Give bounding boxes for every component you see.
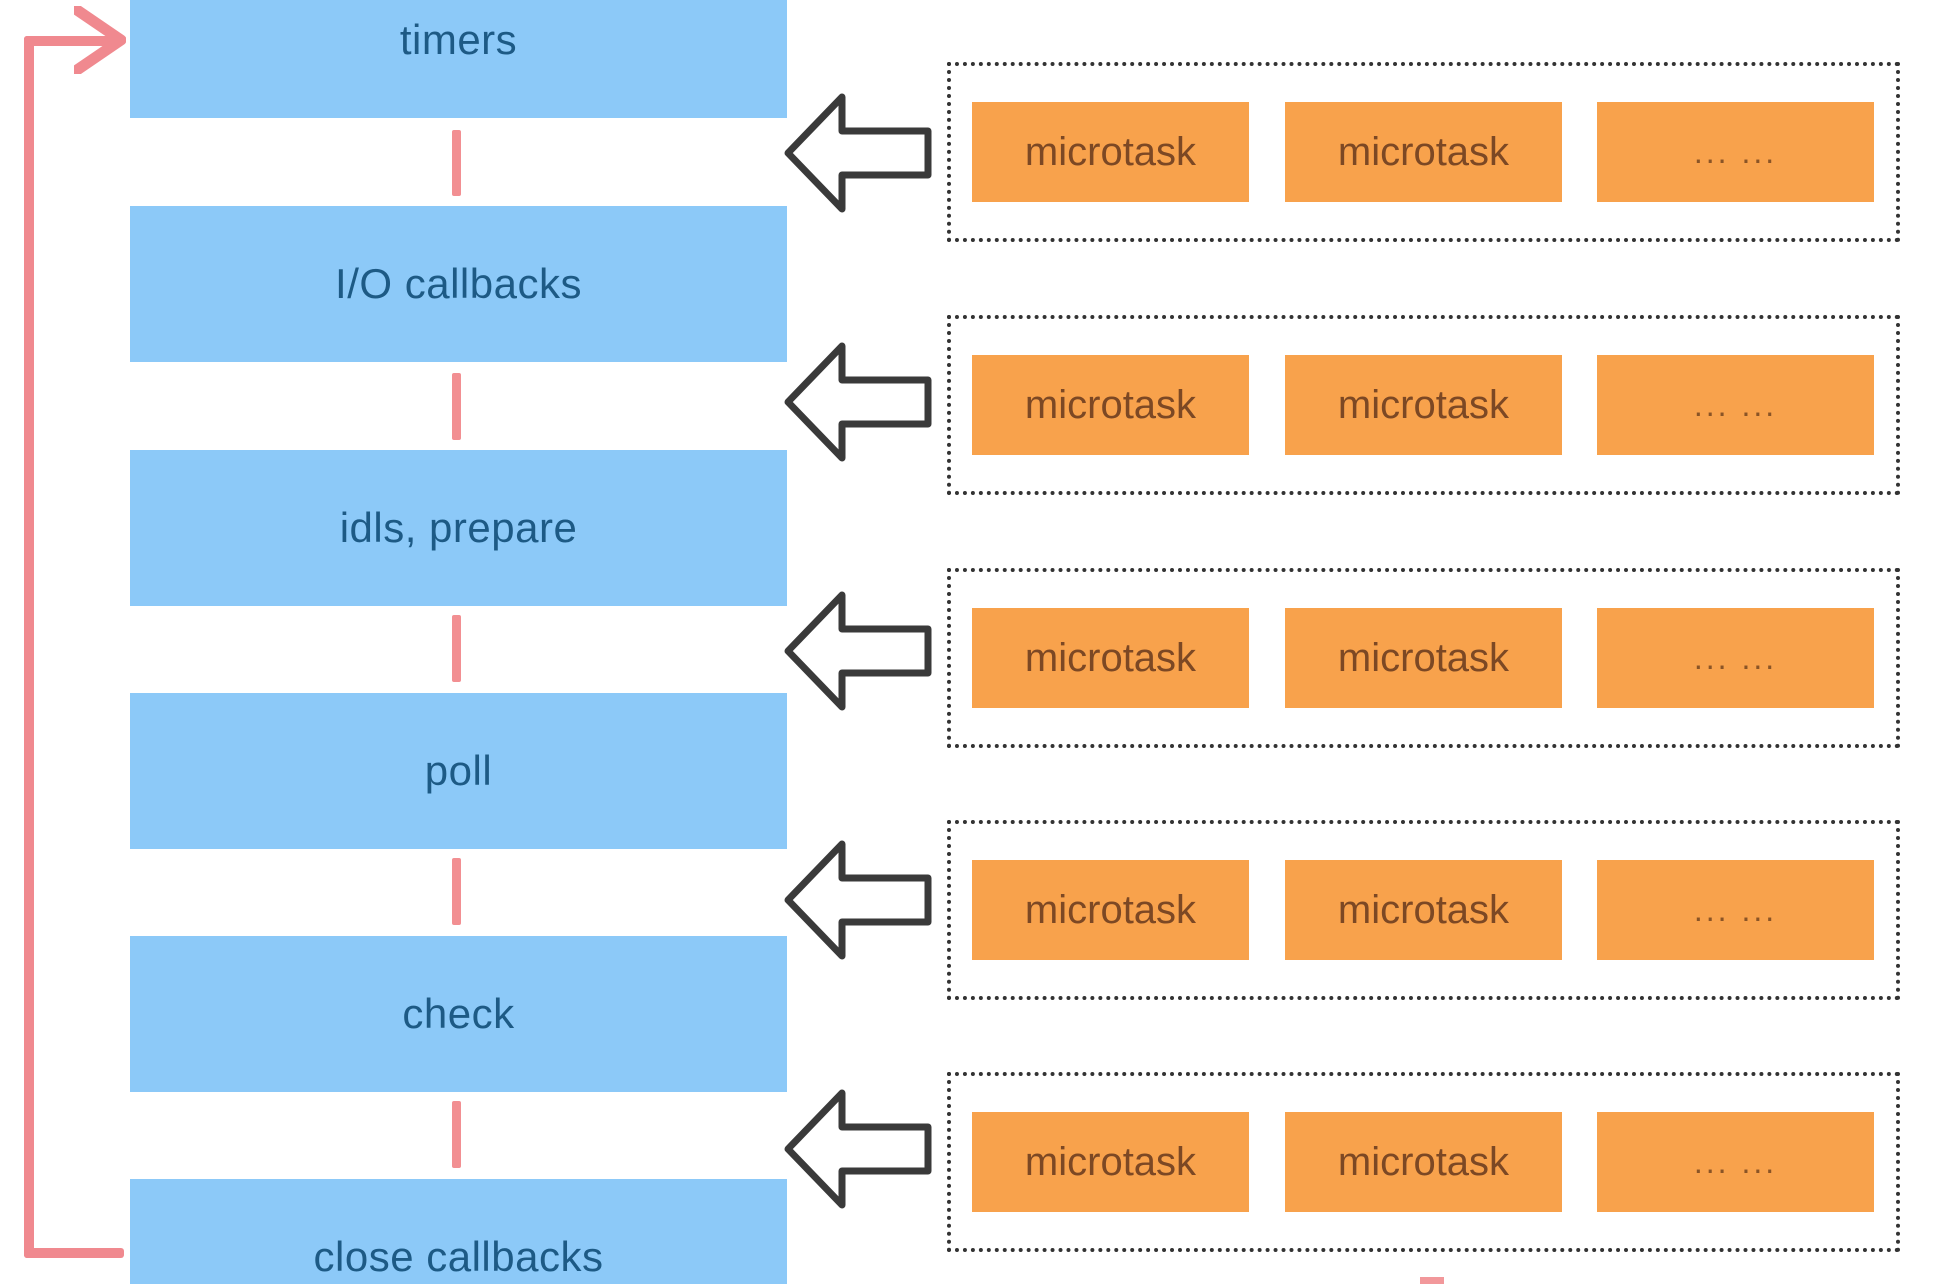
microtask-box: microtask xyxy=(972,102,1249,202)
phase-label: I/O callbacks xyxy=(335,260,582,307)
microtask-queue: microtask microtask ... ... xyxy=(947,315,1900,495)
microtask-ellipsis-box: ... ... xyxy=(1597,355,1874,455)
phase-connector xyxy=(452,373,461,440)
microtask-ellipsis-box: ... ... xyxy=(1597,102,1874,202)
phase-label: check xyxy=(402,990,515,1037)
phase-box-idle-prepare: idls, prepare xyxy=(130,450,787,606)
microtask-box: microtask xyxy=(1285,1112,1562,1212)
phase-label: timers xyxy=(399,16,518,63)
left-block-arrow-icon xyxy=(784,93,932,213)
loop-line-vertical xyxy=(24,36,34,1258)
phase-box-io-callbacks: I/O callbacks xyxy=(130,206,787,362)
left-block-arrow-icon xyxy=(784,342,932,462)
phase-box-timers: timers xyxy=(130,0,787,118)
microtask-ellipsis-box: ... ... xyxy=(1597,608,1874,708)
phase-label: close callbacks xyxy=(313,1233,604,1280)
left-block-arrow-icon xyxy=(784,591,932,711)
microtask-box: microtask xyxy=(972,860,1249,960)
microtask-box: microtask xyxy=(972,1112,1249,1212)
phase-connector xyxy=(452,130,461,196)
phase-label: idls, prepare xyxy=(339,504,578,551)
microtask-box: microtask xyxy=(1285,608,1562,708)
microtask-ellipsis-box: ... ... xyxy=(1597,860,1874,960)
phase-box-check: check xyxy=(130,936,787,1092)
loop-line-bottom xyxy=(24,1248,124,1258)
phase-connector xyxy=(452,858,461,925)
phase-box-close-callbacks: close callbacks xyxy=(130,1179,787,1284)
microtask-queue: microtask microtask ... ... xyxy=(947,568,1900,748)
phase-connector xyxy=(452,1101,461,1168)
microtask-queue: microtask microtask ... ... xyxy=(947,62,1900,242)
clipped-pink-arrow-tip xyxy=(1420,1277,1444,1284)
loop-line-top xyxy=(24,36,112,46)
microtask-box: microtask xyxy=(1285,102,1562,202)
left-block-arrow-icon xyxy=(784,1089,932,1209)
microtask-queue: microtask microtask ... ... xyxy=(947,820,1900,1000)
microtask-ellipsis-box: ... ... xyxy=(1597,1112,1874,1212)
microtask-box: microtask xyxy=(1285,355,1562,455)
left-block-arrow-icon xyxy=(784,840,932,960)
loop-arrowhead-icon xyxy=(74,6,126,74)
phase-box-poll: poll xyxy=(130,693,787,849)
microtask-box: microtask xyxy=(972,355,1249,455)
phase-connector xyxy=(452,615,461,682)
microtask-box: microtask xyxy=(972,608,1249,708)
microtask-box: microtask xyxy=(1285,860,1562,960)
phase-label: poll xyxy=(424,747,493,794)
microtask-queue: microtask microtask ... ... xyxy=(947,1072,1900,1252)
